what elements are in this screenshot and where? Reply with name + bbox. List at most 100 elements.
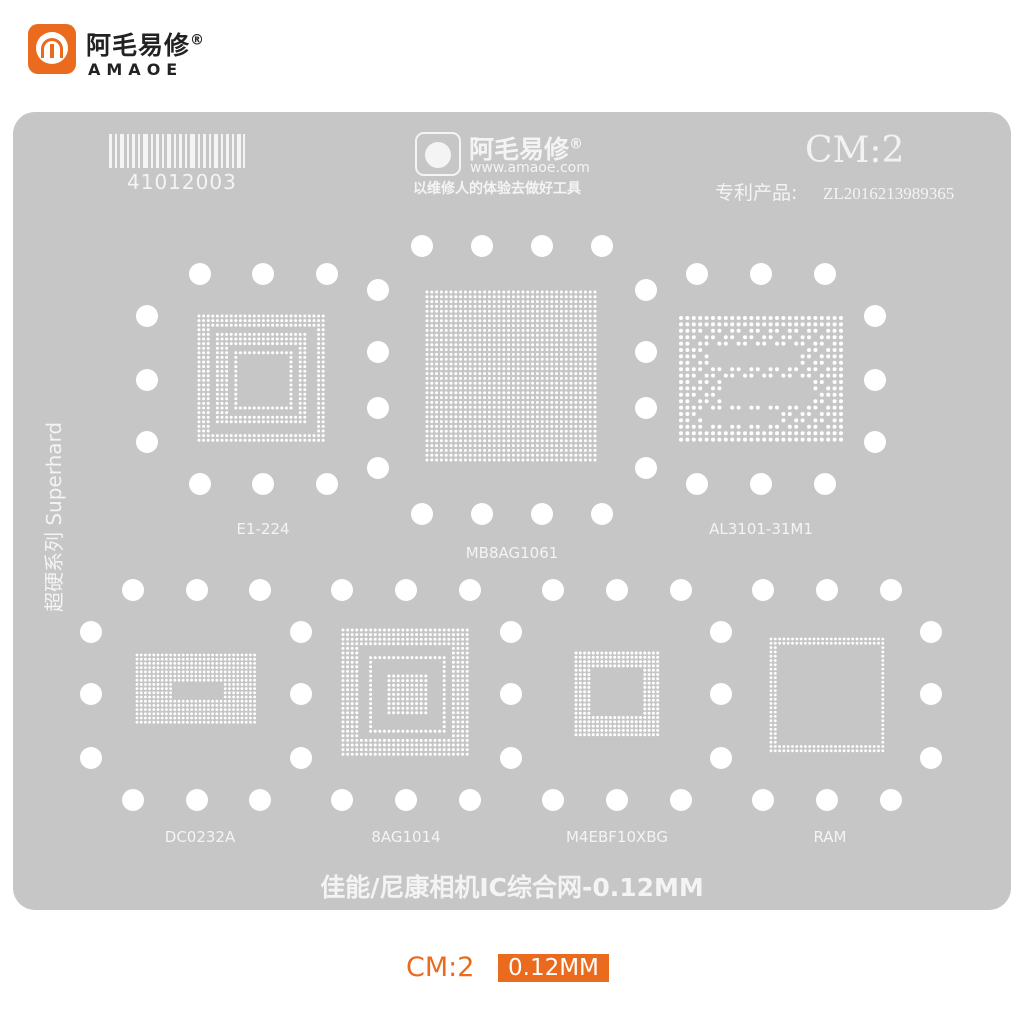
alignment-hole: [531, 503, 553, 525]
alignment-hole: [367, 341, 389, 363]
brand-name-cn: 阿毛易修®: [86, 31, 206, 60]
chip-label-al3101: AL3101-31M1: [709, 520, 813, 538]
alignment-hole: [710, 621, 732, 643]
alignment-hole: [920, 621, 942, 643]
alignment-hole: [367, 457, 389, 479]
alignment-hole: [395, 579, 417, 601]
alignment-hole: [686, 263, 708, 285]
ball-grid: [574, 651, 660, 737]
brand-name-en: AMAOE: [88, 60, 184, 79]
alignment-hole: [920, 683, 942, 705]
alignment-hole: [750, 263, 772, 285]
ball-grid: [135, 653, 256, 724]
amaoe-plate-logo-icon: [415, 132, 461, 176]
alignment-hole: [471, 503, 493, 525]
alignment-hole: [459, 789, 481, 811]
registered-mark: ®: [190, 32, 206, 49]
alignment-hole: [136, 305, 158, 327]
alignment-hole: [814, 263, 836, 285]
alignment-hole: [635, 457, 657, 479]
alignment-hole: [750, 473, 772, 495]
alignment-hole: [670, 579, 692, 601]
alignment-hole: [635, 279, 657, 301]
alignment-hole: [542, 579, 564, 601]
alignment-hole: [606, 789, 628, 811]
alignment-hole: [814, 473, 836, 495]
ball-grid: [679, 316, 843, 442]
alignment-hole: [686, 473, 708, 495]
logo-m-glyph: [41, 38, 63, 58]
alignment-hole: [290, 747, 312, 769]
alignment-hole: [500, 621, 522, 643]
alignment-hole: [80, 683, 102, 705]
alignment-hole: [710, 747, 732, 769]
serial-number: 41012003: [127, 170, 237, 194]
chip-label-mb8ag1061: MB8AG1061: [465, 544, 559, 562]
alignment-hole: [670, 789, 692, 811]
alignment-hole: [635, 397, 657, 419]
alignment-hole: [252, 473, 274, 495]
alignment-hole: [591, 503, 613, 525]
alignment-hole: [816, 579, 838, 601]
alignment-hole: [249, 579, 271, 601]
alignment-hole: [920, 747, 942, 769]
amaoe-logo-icon: [28, 24, 76, 74]
alignment-hole: [80, 747, 102, 769]
alignment-hole: [331, 789, 353, 811]
alignment-hole: [710, 683, 732, 705]
footer-thickness-badge: 0.12MM: [498, 954, 609, 982]
alignment-hole: [500, 747, 522, 769]
alignment-hole: [459, 579, 481, 601]
alignment-hole: [471, 235, 493, 257]
alignment-hole: [80, 621, 102, 643]
patent-label: 专利产品:: [715, 182, 798, 204]
alignment-hole: [864, 305, 886, 327]
ball-grid: [341, 628, 469, 756]
ball-grid: [425, 290, 597, 462]
chip-label-m4ebf10xbg: M4EBF10XBG: [566, 828, 668, 846]
spec-title: 佳能/尼康相机IC综合网-0.12MM: [320, 873, 704, 902]
bga-stencil-plate: 41012003 阿毛易修® www.amaoe.com 以维修人的体验去做好工…: [13, 112, 1011, 910]
alignment-hole: [136, 369, 158, 391]
barcode-icon: [109, 134, 245, 168]
alignment-hole: [606, 579, 628, 601]
alignment-hole: [316, 473, 338, 495]
alignment-hole: [752, 789, 774, 811]
alignment-hole: [122, 579, 144, 601]
alignment-hole: [816, 789, 838, 811]
alignment-hole: [189, 473, 211, 495]
alignment-hole: [316, 263, 338, 285]
alignment-hole: [186, 579, 208, 601]
alignment-hole: [542, 789, 564, 811]
plate-brand-name: 阿毛易修®: [469, 135, 584, 164]
ball-grid: [197, 314, 325, 442]
alignment-hole: [331, 579, 353, 601]
alignment-hole: [864, 369, 886, 391]
footer-model: CM:2: [406, 952, 475, 983]
patent-number: ZL2016213989365: [823, 184, 955, 203]
ball-grid: [769, 637, 885, 753]
plate-model: CM:2: [805, 130, 905, 171]
alignment-hole: [591, 235, 613, 257]
alignment-hole: [752, 579, 774, 601]
alignment-hole: [252, 263, 274, 285]
alignment-hole: [531, 235, 553, 257]
alignment-hole: [367, 397, 389, 419]
alignment-hole: [880, 789, 902, 811]
alignment-hole: [411, 503, 433, 525]
alignment-hole: [367, 279, 389, 301]
plate-url: www.amaoe.com: [470, 160, 590, 176]
stencil-holes: [80, 235, 942, 811]
alignment-hole: [186, 789, 208, 811]
plate-motto: 以维修人的体验去做好工具: [413, 181, 581, 197]
alignment-hole: [411, 235, 433, 257]
chip-label-8ag1014: 8AG1014: [371, 828, 441, 846]
chip-label-dc0232a: DC0232A: [164, 828, 236, 846]
alignment-hole: [290, 621, 312, 643]
alignment-hole: [290, 683, 312, 705]
chip-label-e1-224: E1-224: [236, 520, 290, 538]
alignment-hole: [880, 579, 902, 601]
alignment-hole: [635, 341, 657, 363]
alignment-hole: [249, 789, 271, 811]
chip-label-ram: RAM: [813, 828, 847, 846]
